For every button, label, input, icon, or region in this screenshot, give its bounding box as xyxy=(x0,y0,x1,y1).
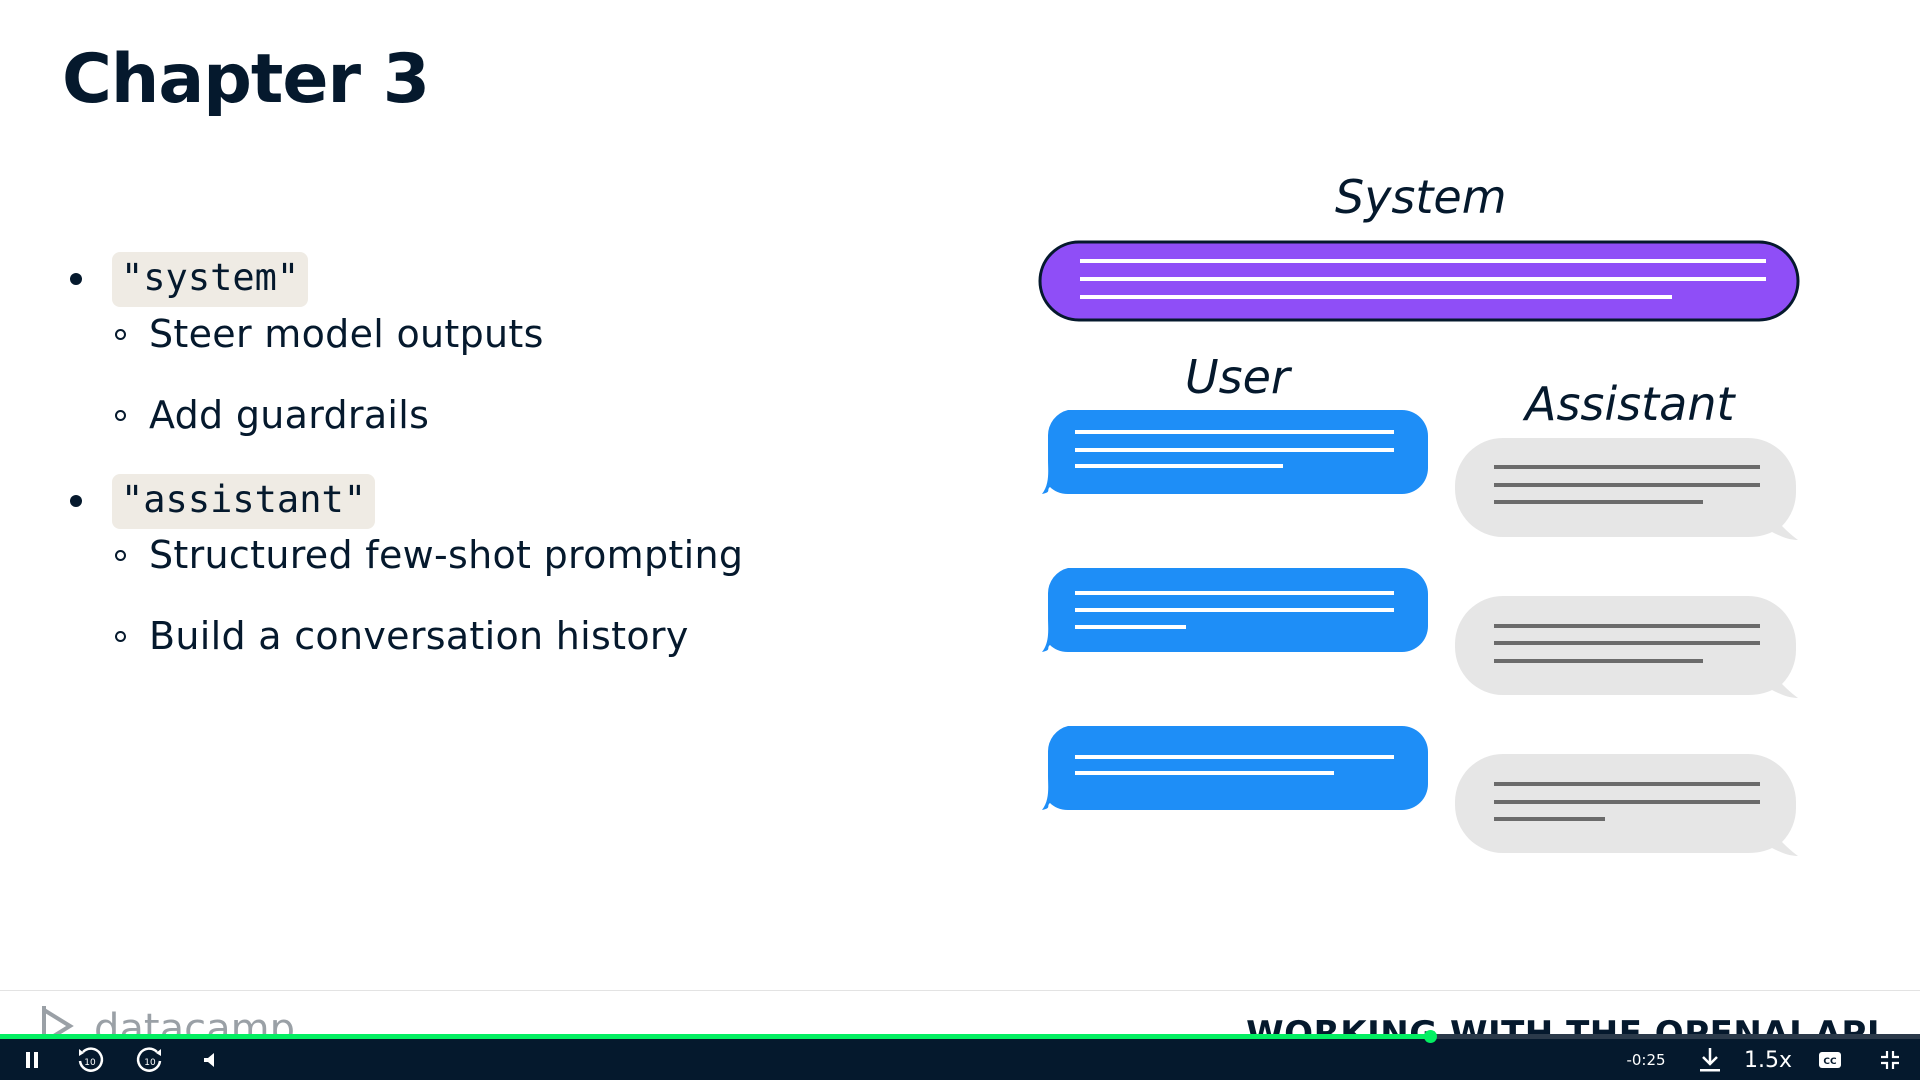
sub-item-text: Steer model outputs xyxy=(149,312,544,356)
captions-button[interactable]: CC xyxy=(1812,1040,1848,1080)
volume-icon xyxy=(204,1053,214,1067)
forward-10-button[interactable]: 10 xyxy=(132,1040,168,1080)
sub-item: Add guardrails xyxy=(115,393,429,437)
footer-divider xyxy=(0,990,1920,991)
svg-text:10: 10 xyxy=(144,1058,156,1068)
sub-item: Steer model outputs xyxy=(115,312,544,356)
sub-bullet-circle xyxy=(115,409,126,421)
code-chip-system: "system" xyxy=(112,252,309,307)
bullet-dot xyxy=(70,495,82,508)
captions-icon: CC xyxy=(1819,1052,1841,1068)
assistant-label: Assistant xyxy=(1525,377,1735,431)
progress-fill xyxy=(0,1034,1431,1039)
sub-item-text: Structured few-shot prompting xyxy=(149,533,744,577)
user-label: User xyxy=(1185,350,1290,404)
assistant-message-bubble xyxy=(1455,754,1798,856)
assistant-message-bubble xyxy=(1455,596,1798,698)
pause-button[interactable] xyxy=(14,1040,50,1080)
sub-bullet-circle xyxy=(115,630,126,642)
system-message-bubble xyxy=(1038,240,1800,322)
assistant-message-bubble xyxy=(1455,438,1798,540)
message-roles-diagram xyxy=(1038,240,1800,856)
sub-bullet-circle xyxy=(115,549,126,561)
playback-speed-button[interactable]: 1.5x xyxy=(1743,1047,1792,1073)
exit-fullscreen-button[interactable] xyxy=(1872,1040,1908,1080)
forward-10-icon: 10 xyxy=(136,1047,162,1072)
slide-title: Chapter 3 xyxy=(62,40,430,119)
video-player-controls xyxy=(0,1036,1920,1080)
time-remaining: -0:25 xyxy=(1626,1051,1666,1069)
bullet-dot xyxy=(70,273,82,286)
logo-text: datacamp xyxy=(94,1006,295,1036)
download-button[interactable] xyxy=(1692,1040,1728,1080)
rewind-10-icon: 10 xyxy=(78,1047,104,1072)
user-message-bubble xyxy=(1042,410,1428,494)
pause-icon xyxy=(26,1052,38,1068)
sub-item: Structured few-shot prompting xyxy=(115,533,743,577)
code-chip-assistant: "assistant" xyxy=(112,474,376,529)
bullet-item-assistant: "assistant" xyxy=(70,474,376,529)
user-message-bubble xyxy=(1042,726,1428,810)
system-label: System xyxy=(1335,170,1507,224)
svg-text:CC: CC xyxy=(1823,1057,1837,1067)
progress-bar[interactable] xyxy=(0,1030,1920,1043)
bullet-item-system: "system" xyxy=(70,252,309,307)
slide: Chapter 3 "system" Steer model outputs A… xyxy=(0,40,1920,1036)
download-icon xyxy=(1700,1048,1720,1072)
progress-scrubber[interactable] xyxy=(1424,1030,1438,1043)
sub-item-text: Build a conversation history xyxy=(149,614,689,658)
sub-item: Build a conversation history xyxy=(115,614,689,658)
course-title: WORKING WITH THE OPENAI API xyxy=(1246,1014,1880,1036)
user-message-bubble xyxy=(1042,568,1428,652)
volume-button[interactable] xyxy=(196,1040,226,1080)
svg-text:10: 10 xyxy=(84,1058,96,1068)
rewind-10-button[interactable]: 10 xyxy=(72,1040,108,1080)
datacamp-logo: datacamp xyxy=(40,1000,320,1036)
sub-item-text: Add guardrails xyxy=(149,393,430,437)
datacamp-logo-icon xyxy=(42,1006,74,1036)
exit-fullscreen-icon xyxy=(1881,1051,1899,1069)
sub-bullet-circle xyxy=(115,328,126,340)
